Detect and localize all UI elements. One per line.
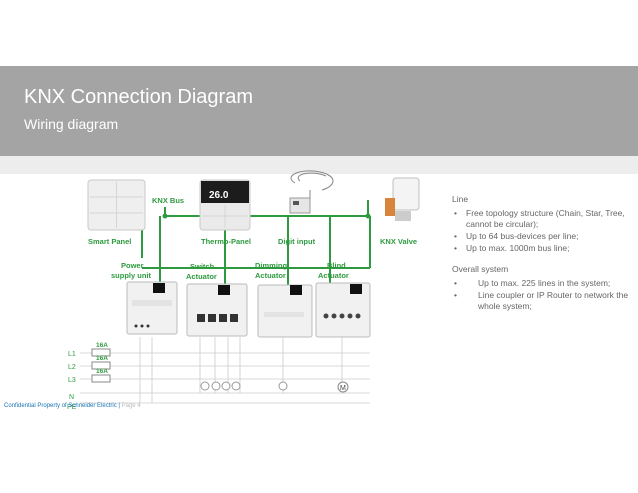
list-item: Up to max. 1000m bus line;	[452, 243, 634, 254]
line-heading: Line	[452, 194, 469, 204]
overall-heading: Overall system	[452, 264, 509, 274]
overall-list: Up to max. 225 lines in the system; Line…	[452, 278, 634, 312]
bus-junction	[162, 213, 168, 219]
switch-label-2: Actuator	[186, 272, 217, 281]
fuse-label-3: 16A	[96, 368, 108, 375]
fuse-label-1: 16A	[96, 342, 108, 349]
knx-valve-label: KNX Valve	[380, 237, 417, 246]
knx-bus-label: KNX Bus	[152, 196, 184, 205]
fuse-label-2: 16A	[96, 355, 108, 362]
phase-label-l2: L2	[68, 364, 76, 371]
footer: Confidential Property of Schneider Elect…	[4, 403, 141, 409]
page-number: Page 4	[121, 403, 141, 409]
footer-text: Confidential Property of Schneider Elect…	[4, 403, 120, 409]
blind-label-2: Actuator	[318, 271, 349, 280]
list-item: Line coupler or IP Router to network the…	[452, 290, 634, 312]
lamps	[200, 381, 288, 391]
header-banner: KNX Connection Diagram Wiring diagram	[0, 66, 638, 156]
digit-input-label: Digit input	[278, 237, 316, 246]
phase-label-l3: L3	[68, 377, 76, 384]
fuses	[91, 348, 111, 383]
info-sidebar: Line Free topology structure (Chain, Sta…	[452, 194, 634, 322]
switch-actuator-module	[186, 283, 248, 337]
earth-label: PE	[67, 404, 77, 410]
blind-label-1: Blind	[327, 261, 346, 270]
page-subtitle: Wiring diagram	[24, 116, 119, 132]
thermo-panel-label: Thermo-Panel	[201, 237, 251, 246]
dimming-label-2: Actuator	[255, 271, 286, 280]
motor-symbol	[337, 381, 349, 393]
line-list: Free topology structure (Chain, Star, Tr…	[452, 208, 634, 254]
list-item: Up to max. 225 lines in the system;	[452, 278, 634, 289]
mains-wiring	[80, 337, 370, 404]
dimming-actuator-module	[257, 284, 313, 338]
phase-label-l1: L1	[68, 351, 76, 358]
header-band	[0, 156, 638, 174]
list-item: Up to 64 bus-devices per line;	[452, 231, 634, 242]
knx-valve-device	[385, 177, 420, 221]
motor-label: M	[340, 385, 346, 392]
list-item: Free topology structure (Chain, Star, Tr…	[452, 208, 634, 230]
smart-panel-device	[87, 179, 146, 231]
thermo-display: 26.0	[209, 190, 229, 201]
dimming-label-1: Dimming	[255, 261, 288, 270]
power-supply-module	[126, 281, 178, 335]
bus-junction	[365, 213, 371, 219]
blind-actuator-module	[315, 282, 371, 338]
power-supply-label-2: supply unit	[111, 271, 152, 280]
power-supply-label-1: Power	[121, 261, 144, 270]
knx-bus-lines	[141, 200, 371, 287]
switch-label-1: Switch	[190, 262, 215, 271]
wiring-diagram: 26.0	[67, 170, 420, 410]
smart-panel-label: Smart Panel	[88, 237, 131, 246]
neutral-label: N	[69, 394, 74, 401]
digit-input-device	[289, 170, 334, 214]
page-title: KNX Connection Diagram	[24, 86, 253, 108]
thermo-panel-device	[199, 179, 251, 231]
